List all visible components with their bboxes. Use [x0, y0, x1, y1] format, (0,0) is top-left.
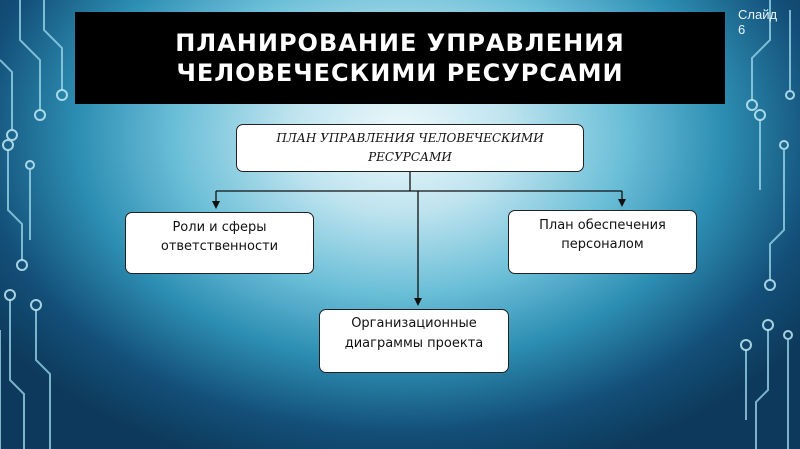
root-node: ПЛАН УПРАВЛЕНИЯ ЧЕЛОВЕЧЕСКИМИ РЕСУРСАМИ	[236, 124, 584, 172]
slide-title: ПЛАНИРОВАНИЕ УПРАВЛЕНИЯ ЧЕЛОВЕЧЕСКИМИ РЕ…	[175, 29, 625, 87]
node-staffing-plan: План обеспечения персоналом	[508, 210, 697, 274]
root-node-label: ПЛАН УПРАВЛЕНИЯ ЧЕЛОВЕЧЕСКИМИ РЕСУРСАМИ	[276, 131, 544, 164]
node-org-charts: Организационные диаграммы проекта	[319, 309, 509, 373]
node-org-charts-label: Организационные диаграммы проекта	[344, 316, 484, 351]
node-roles-responsibilities: Роли и сферы ответственности	[125, 212, 314, 274]
node-staffing-plan-label: План обеспечения персоналом	[539, 218, 666, 252]
title-banner: ПЛАНИРОВАНИЕ УПРАВЛЕНИЯ ЧЕЛОВЕЧЕСКИМИ РЕ…	[75, 12, 725, 104]
node-roles-responsibilities-label: Роли и сферы ответственности	[160, 220, 279, 254]
slide-number: Слайд 6	[738, 7, 778, 37]
